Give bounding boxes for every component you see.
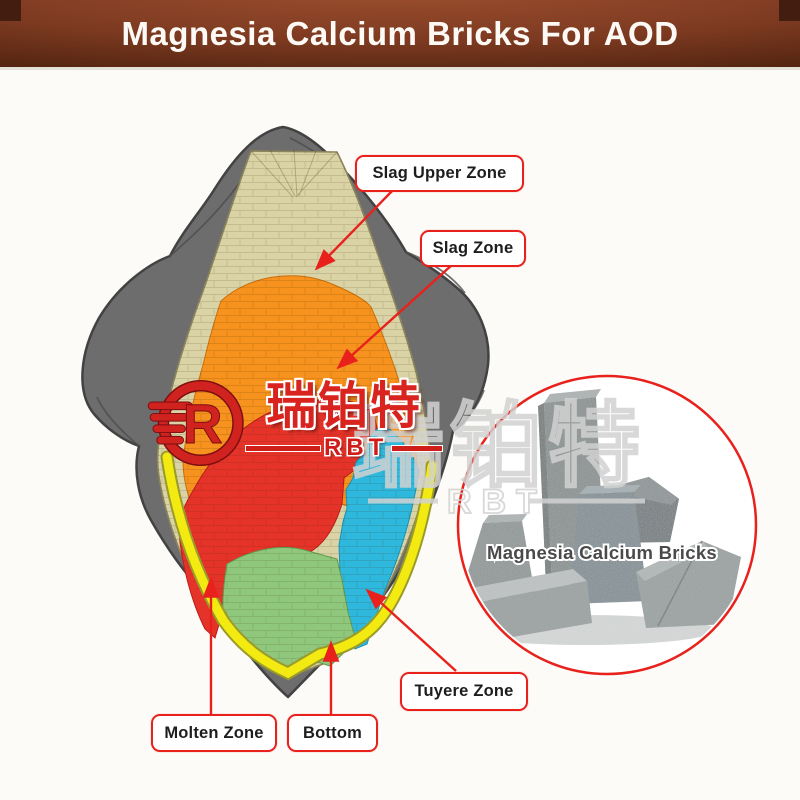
brick-back-right [612, 477, 679, 543]
safety-lining-edge [160, 450, 439, 681]
label-slag-zone: Slag Zone [420, 230, 526, 267]
label-bottom: Bottom [287, 714, 378, 752]
brand-logo: R 瑞铂特 RBT [146, 380, 452, 466]
header-corner-right [779, 0, 800, 21]
header-corner-left [0, 0, 21, 21]
brick-center [569, 492, 648, 604]
label-text: Slag Zone [432, 239, 514, 257]
header-banner: Magnesia Calcium Bricks For AOD [0, 0, 800, 70]
label-slag-upper-zone: Slag Upper Zone [355, 155, 524, 192]
safety-lining [162, 452, 437, 679]
brand-monogram: R [183, 393, 223, 455]
label-molten-zone: Molten Zone [151, 714, 277, 752]
label-text: Molten Zone [164, 723, 264, 742]
brand-name-row: RBT [246, 434, 443, 462]
label-text: Tuyere Zone [414, 682, 514, 700]
arrow-slag-zone [336, 263, 454, 370]
brand-logo-emblem: R [147, 380, 244, 466]
label-text: Bottom [303, 723, 362, 742]
bottom-zone-area [222, 546, 357, 672]
inset-circle [456, 374, 758, 676]
brand-name-english: RBT [324, 434, 389, 461]
bricks-photo [461, 389, 741, 645]
watermark-en: RBT [447, 483, 547, 521]
product-inset: Magnesia Calcium Bricks [456, 374, 758, 676]
brick-front [461, 569, 587, 604]
arrow-tuyere-zone [365, 588, 457, 672]
page-title: Magnesia Calcium Bricks For AOD [121, 15, 679, 52]
neck-brick-fan [250, 149, 338, 198]
arrow-slag-upper-zone [314, 188, 395, 271]
brand-logo-text: 瑞铂特 RBT [246, 378, 443, 462]
brick-tall [544, 397, 605, 586]
logo-bar-left [246, 445, 320, 451]
brand-name-chinese: 瑞铂特 [266, 378, 423, 434]
logo-bar-right [392, 445, 443, 451]
brick-left-trapezoid [461, 521, 536, 601]
brick-wedge [636, 541, 741, 628]
speed-line-icon [147, 401, 193, 411]
label-text: Slag Upper Zone [372, 164, 507, 182]
inset-caption: Magnesia Calcium Bricks [487, 542, 717, 563]
label-tuyere-zone: Tuyere Zone [400, 672, 528, 711]
